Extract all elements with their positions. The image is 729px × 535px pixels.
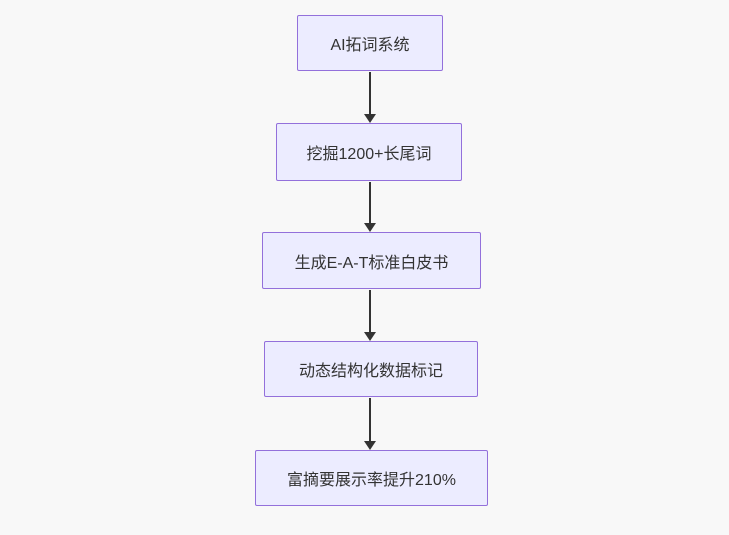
flow-node-ai-keyword-system: AI拓词系统 xyxy=(297,15,443,71)
flow-arrow-c-to-d xyxy=(364,290,376,341)
flow-node-structured-data-markup: 动态结构化数据标记 xyxy=(264,341,478,397)
flow-node-label: 挖掘1200+长尾词 xyxy=(306,146,432,163)
flow-node-rich-snippet-uplift: 富摘要展示率提升210% xyxy=(255,450,488,506)
arrow-shaft xyxy=(369,72,371,114)
arrow-head-icon xyxy=(364,223,376,232)
arrow-shaft xyxy=(369,290,371,332)
flow-node-longtail-mining: 挖掘1200+长尾词 xyxy=(276,123,462,181)
arrow-shaft xyxy=(369,182,371,223)
flow-node-label: 富摘要展示率提升210% xyxy=(287,472,456,489)
flow-arrow-d-to-e xyxy=(364,398,376,450)
flow-node-label: 动态结构化数据标记 xyxy=(298,363,443,380)
flow-arrow-b-to-c xyxy=(364,182,376,232)
flow-node-label: AI拓词系统 xyxy=(330,37,410,54)
arrow-head-icon xyxy=(364,114,376,123)
flow-arrow-a-to-b xyxy=(364,72,376,123)
arrow-shaft xyxy=(369,398,371,441)
arrow-head-icon xyxy=(364,332,376,341)
arrow-head-icon xyxy=(364,441,376,450)
flow-node-eat-whitepaper: 生成E-A-T标准白皮书 xyxy=(262,232,481,289)
flow-node-label: 生成E-A-T标准白皮书 xyxy=(294,254,449,272)
